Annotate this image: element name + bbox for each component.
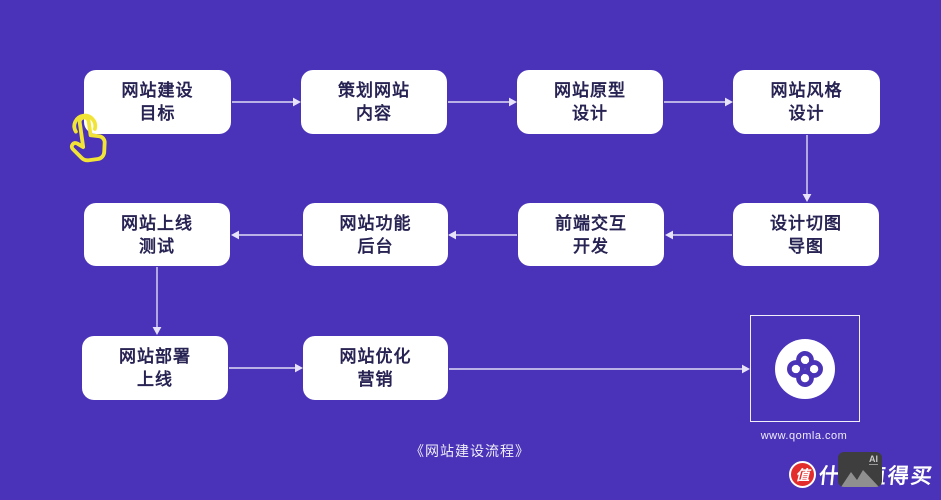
node-label: 设计 (572, 104, 608, 123)
node-label: 开发 (573, 236, 609, 256)
node-label: 上线 (137, 370, 173, 389)
node-label: 内容 (356, 104, 392, 123)
flow-node-design-slicing: 设计切图 导图 (733, 203, 879, 266)
ai-label: AI (869, 454, 878, 465)
node-label: 网站上线 (121, 213, 193, 233)
node-label: 网站建设 (121, 81, 194, 100)
ai-image-icon: AI (838, 452, 882, 487)
flow-node-function-backend: 网站功能 后台 (303, 203, 448, 266)
node-label: 设计 (788, 104, 825, 123)
flow-node-online-testing: 网站上线 测试 (84, 203, 230, 266)
node-label: 导图 (788, 236, 824, 256)
node-label: 策划网站 (338, 81, 410, 100)
flow-node-deploy-online: 网站部署 上线 (82, 336, 228, 400)
flow-node-optimize-marketing: 网站优化 营销 (303, 336, 448, 400)
badge-char: 值 (795, 466, 810, 483)
flow-node-frontend-dev: 前端交互 开发 (518, 203, 664, 266)
node-label: 营销 (357, 370, 394, 389)
node-label: 网站功能 (339, 213, 412, 233)
node-label: 设计切图 (770, 213, 842, 233)
logo-url-text: www.qomla.com (760, 430, 848, 442)
qomla-logo-icon (775, 338, 835, 399)
diagram-caption: 《网站建设流程》 (410, 443, 530, 459)
node-label: 前端交互 (555, 213, 627, 233)
smzdm-watermark: 什么值得买 值 AI (786, 452, 941, 492)
node-label: 网站部署 (119, 347, 191, 366)
node-label: 后台 (357, 236, 394, 256)
node-label: 目标 (139, 104, 176, 123)
node-label: 测试 (139, 236, 175, 256)
node-label: 网站原型 (554, 81, 626, 100)
flow-node-website-goal: 网站建设 目标 (84, 70, 231, 134)
node-label: 网站优化 (339, 347, 412, 366)
flow-node-style-design: 网站风格 设计 (733, 70, 880, 134)
flow-node-prototype-design: 网站原型 设计 (517, 70, 663, 134)
tap-hand-icon (69, 113, 107, 163)
smzdm-badge-icon: 值 (789, 461, 816, 488)
node-label: 网站风格 (770, 81, 843, 100)
flow-node-plan-content: 策划网站 内容 (301, 70, 447, 134)
logo-box (750, 315, 860, 422)
